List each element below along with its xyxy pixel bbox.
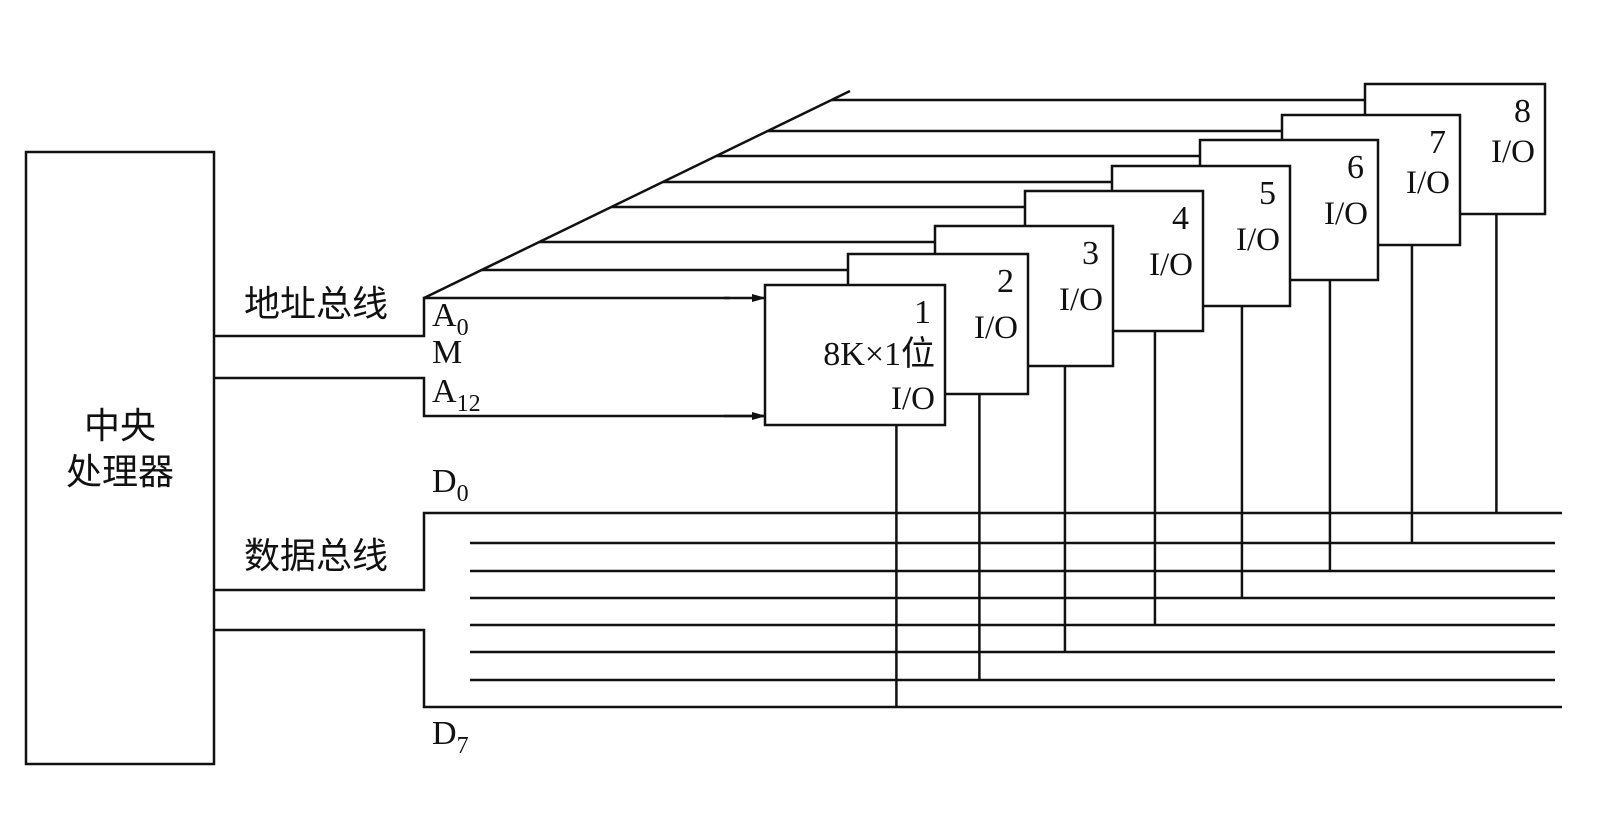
chip-4-io-label: I/O [1149,247,1193,283]
chip-7-io-label: I/O [1406,165,1450,201]
chip-3-number: 3 [1082,235,1099,272]
chip-2-io-label: I/O [974,310,1018,346]
address-a12-label: A12 [432,373,481,417]
cpu-box [24,150,216,766]
data-bus-label: 数据总线 [244,536,388,577]
chip-5-io-label: I/O [1236,222,1280,258]
chip-8-number: 8 [1514,93,1531,130]
address-m-label: M [432,334,462,371]
data-d0-label: D0 [432,463,469,507]
chip-3-io-label: I/O [1059,282,1103,318]
chip-6-number: 6 [1347,149,1364,186]
chip-1-capacity: 8K×1位 [823,335,935,373]
data-d7-label: D7 [432,715,469,759]
chip-7-number: 7 [1429,124,1446,161]
cpu-label-line2: 处理器 [66,452,174,493]
data-lines-group [470,541,1555,682]
chip-2-number: 2 [997,263,1014,300]
memory-chip-1: 1 8K×1位 I/O [763,283,947,707]
cpu-label-line1: 中央 [84,406,156,447]
address-bus-label: 地址总线 [244,284,388,325]
chip-1-io-label: I/O [891,381,935,417]
chip-1-number: 1 [914,294,931,331]
chip-4-number: 4 [1172,200,1189,237]
address-lines-group [481,98,1365,272]
address-bus-connection [214,89,851,420]
address-bus-diagonal [423,89,851,300]
data-bus-connection [214,511,1562,709]
chip-6-io-label: I/O [1324,196,1368,232]
address-a0-label: A0 [432,297,469,341]
chip-8-io-label: I/O [1491,134,1535,170]
chip-5-number: 5 [1259,175,1276,212]
chip-1-box [763,283,947,427]
